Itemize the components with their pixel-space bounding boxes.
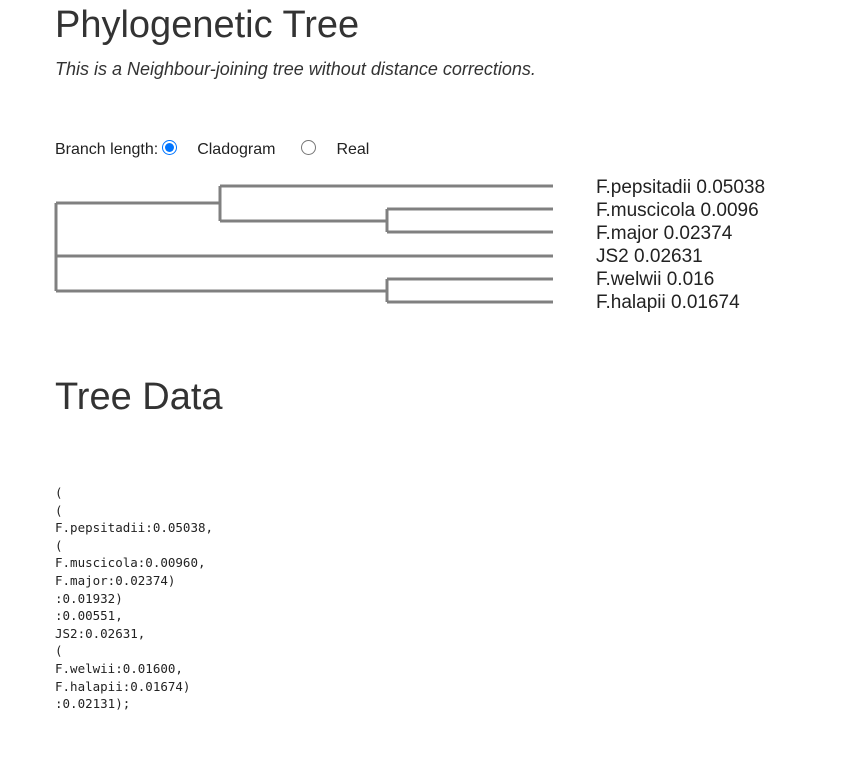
leaf-length: 0.0096 bbox=[701, 200, 759, 221]
leaf-name: F.pepsitadii bbox=[596, 177, 691, 198]
real-label: Real bbox=[336, 141, 370, 158]
branch-length-label: Branch length: bbox=[55, 141, 159, 158]
leaf-name: F.muscicola bbox=[596, 200, 696, 221]
newick-line: JS2:0.02631, bbox=[55, 625, 146, 641]
tree-data-title: Tree Data bbox=[55, 376, 223, 418]
phylogenetic-tree: F.pepsitadii 0.05038 F.muscicola 0.0096 … bbox=[54, 177, 765, 313]
cladogram-option[interactable]: Cladogram bbox=[158, 139, 297, 159]
leaf-length: 0.016 bbox=[667, 269, 715, 290]
leaf-label: F.welwii 0.016 bbox=[596, 269, 714, 290]
newick-line: ( bbox=[55, 537, 63, 553]
newick-line: :0.01932) bbox=[55, 590, 123, 606]
leaf-length: 0.01674 bbox=[671, 292, 740, 313]
leaf-name: F.halapii bbox=[596, 292, 666, 313]
leaf-label: F.halapii 0.01674 bbox=[596, 292, 740, 313]
leaf-label: F.pepsitadii 0.05038 bbox=[596, 177, 765, 198]
leaf-length: 0.02631 bbox=[634, 246, 703, 267]
newick-line: F.halapii:0.01674) bbox=[55, 678, 191, 694]
branch-clade-c bbox=[56, 279, 389, 302]
newick-text: ((F.pepsitadii:0.05038,(F.muscicola:0.00… bbox=[55, 484, 213, 713]
leaf-name: F.major bbox=[596, 223, 659, 244]
leaf-length: 0.05038 bbox=[696, 177, 765, 198]
branch-clade-a bbox=[56, 186, 222, 221]
branch-clade-b bbox=[220, 209, 389, 232]
leaf-label: F.muscicola 0.0096 bbox=[596, 200, 759, 221]
newick-line: F.welwii:0.01600, bbox=[55, 660, 183, 676]
newick-line: F.pepsitadii:0.05038, bbox=[55, 520, 214, 536]
page-title: Phylogenetic Tree bbox=[55, 4, 360, 46]
newick-line: ( bbox=[55, 485, 63, 500]
newick-line: :0.02131); bbox=[55, 696, 131, 712]
newick-line: F.muscicola:0.00960, bbox=[55, 555, 206, 571]
cladogram-label: Cladogram bbox=[197, 141, 276, 158]
real-option[interactable]: Real bbox=[297, 139, 370, 159]
leaf-name: JS2 bbox=[596, 246, 629, 267]
leaf-label: JS2 0.02631 bbox=[596, 246, 703, 267]
newick-line: ( bbox=[55, 643, 63, 659]
newick-line: F.major:0.02374) bbox=[55, 572, 176, 588]
branch-length-controls: Branch length: Cladogram Real bbox=[55, 138, 369, 162]
real-radio[interactable] bbox=[301, 139, 317, 155]
page-subtitle: This is a Neighbour-joining tree without… bbox=[55, 59, 536, 79]
newick-line: ( bbox=[55, 502, 63, 518]
cladogram-radio[interactable] bbox=[162, 139, 178, 155]
leaf-label: F.major 0.02374 bbox=[596, 223, 733, 244]
newick-line: :0.00551, bbox=[55, 608, 123, 624]
leaf-length: 0.02374 bbox=[664, 223, 733, 244]
leaf-name: F.welwii bbox=[596, 269, 661, 290]
